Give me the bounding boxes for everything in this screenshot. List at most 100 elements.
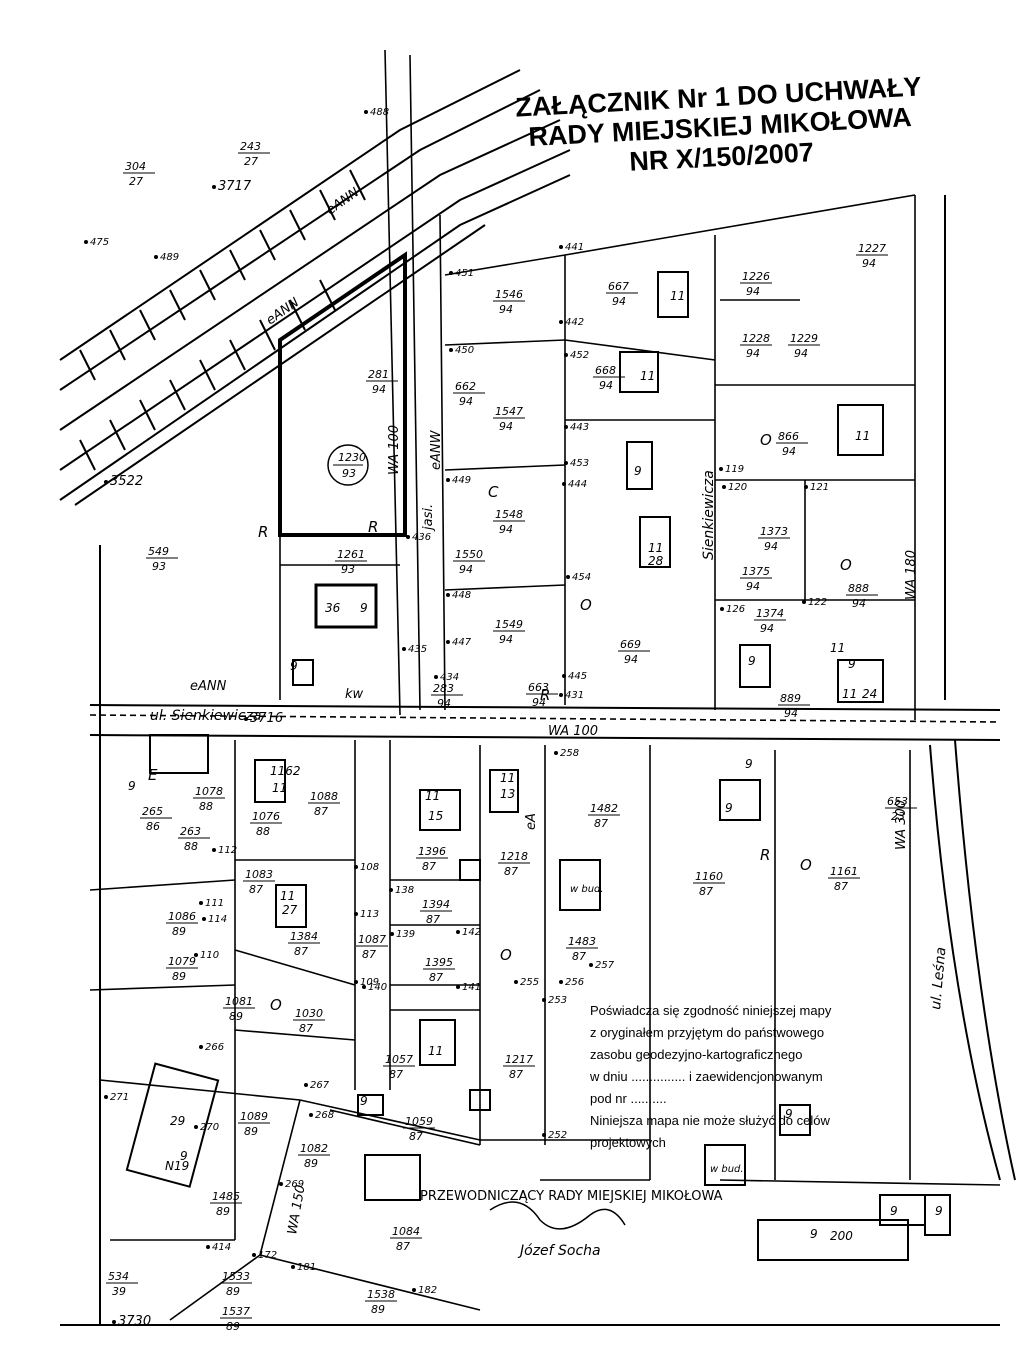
parcel-label: 1261 93	[335, 548, 367, 576]
survey-point	[446, 478, 450, 482]
parcel-denominator: 87	[409, 1130, 423, 1143]
parcel-denominator: 87	[509, 1068, 523, 1081]
point-number: 454	[572, 572, 591, 583]
point-number: 172	[258, 1250, 277, 1261]
parcel-denominator: 93	[341, 563, 355, 576]
survey-point	[206, 1245, 210, 1249]
point-number: 126	[726, 604, 745, 615]
survey-point	[212, 848, 216, 852]
parcel-denominator: 94	[437, 697, 451, 710]
survey-point	[564, 461, 568, 465]
building-label: 11	[830, 641, 845, 655]
point-number: 122	[808, 597, 827, 608]
parcel-denominator: 94	[599, 379, 613, 392]
parcel-denominator: 94	[784, 707, 798, 720]
survey-point	[362, 985, 366, 989]
point-number: 443	[570, 422, 589, 433]
building-label: 13	[500, 787, 515, 801]
parcel-number: 668	[595, 364, 616, 377]
parcel-number: 1550	[455, 548, 483, 561]
building-label: 9	[848, 657, 856, 671]
map-frame	[60, 195, 1000, 1326]
point-number: 121	[810, 482, 829, 493]
circled-parcel: 1230 93	[327, 444, 369, 486]
parcel-denominator: 94	[746, 285, 760, 298]
survey-point	[559, 245, 563, 249]
point-number: 475	[90, 237, 109, 248]
survey-point	[589, 963, 593, 967]
point-number: 3730	[118, 1314, 151, 1329]
survey-point	[412, 1288, 416, 1292]
parcel-number: 1548	[495, 508, 523, 521]
survey-point	[542, 998, 546, 1002]
parcel-denominator: 89	[244, 1125, 258, 1138]
parcel-labels: 3042724327281941546946679412279412269412…	[106, 140, 917, 1333]
building-label: 200	[830, 1229, 853, 1243]
parcel-denominator: 87	[834, 880, 848, 893]
parcel-number: 1547	[495, 405, 523, 418]
building-label: 9	[128, 779, 136, 793]
point-number: 138	[395, 885, 414, 896]
point-number: 450	[455, 345, 474, 356]
parcel-denominator: 88	[256, 825, 270, 838]
parcel-denominator: 87	[396, 1240, 410, 1253]
parcel-number: 1533	[222, 1270, 250, 1283]
point-number: 112	[218, 845, 237, 856]
survey-point	[199, 901, 203, 905]
parcel-denominator: 94	[499, 420, 513, 433]
survey-point	[194, 1125, 198, 1129]
parcel-number: 1538	[367, 1288, 395, 1301]
parcel-number: 1083	[245, 868, 273, 881]
building-label: 11	[855, 429, 870, 443]
label-wa180: WA 180	[904, 550, 919, 600]
label-kw: kw	[345, 687, 364, 702]
point-number: 113	[360, 909, 379, 920]
survey-point	[199, 1045, 203, 1049]
point-number: 258	[560, 748, 579, 759]
parcel-number: 1395	[425, 956, 453, 969]
notice-line-5: pod nr ..........	[590, 1091, 667, 1106]
label-ea: eA	[524, 813, 539, 830]
parcel-number: 1396	[418, 845, 446, 858]
point-number: 253	[548, 995, 567, 1006]
parcel-number: 549	[148, 545, 169, 558]
parcel-denominator: 27	[129, 175, 143, 188]
parcel-denominator: 94	[499, 303, 513, 316]
point-number: 434	[440, 672, 459, 683]
street-lesna: ul. Leśna	[928, 946, 949, 1010]
label-wa100b: WA 100	[548, 724, 598, 739]
region-letter: O	[760, 431, 772, 449]
parcel-number: 1079	[168, 955, 196, 968]
region-letter: R	[368, 518, 378, 536]
survey-point	[364, 110, 368, 114]
stamp: PRZEWODNICZĄCY RADY MIEJSKIEJ MIKOŁOWA J…	[420, 1189, 723, 1259]
parcel-number: 1160	[695, 870, 723, 883]
survey-point	[804, 485, 808, 489]
parcel-number: 1549	[495, 618, 523, 631]
parcel-number: 1375	[742, 565, 770, 578]
parcel-denominator: 87	[294, 945, 308, 958]
region-letter: C	[488, 483, 499, 501]
parcel-number: 669	[620, 638, 641, 651]
parcel-number: 1089	[240, 1110, 268, 1123]
parcel-number: 1261	[337, 548, 365, 561]
notice-line-2: z oryginałem przyjętym do państwowego	[590, 1025, 825, 1040]
parcel-denominator: 39	[112, 1285, 126, 1298]
parcel-denominator: 93	[152, 560, 166, 573]
survey-point	[434, 675, 438, 679]
survey-point	[562, 482, 566, 486]
